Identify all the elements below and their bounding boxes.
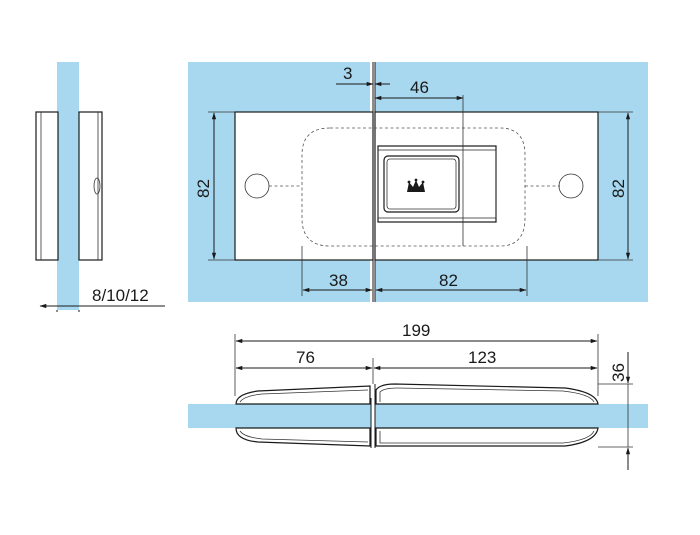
side-right-plate (78, 111, 103, 261)
left-length-label: 38 (329, 271, 348, 290)
section-right-glass (375, 404, 648, 428)
overall-length-label: 199 (402, 321, 430, 340)
right-height-label: 82 (609, 179, 628, 198)
offset-label: 46 (410, 78, 429, 97)
section-left-bottom-cover (235, 427, 371, 447)
section-right-top-cover (375, 383, 599, 405)
section-right-bottom-cover (375, 427, 599, 447)
section-left-label: 76 (296, 348, 315, 367)
left-height-label: 82 (194, 179, 213, 198)
front-view: 3 46 82 82 38 82 (188, 62, 648, 302)
glass-thickness-label: 8/10/12 (92, 286, 149, 305)
section-left-top-cover (235, 385, 371, 405)
side-glass-panel (57, 62, 79, 310)
section-view: 199 76 123 36 (188, 321, 648, 470)
crown-icon (407, 178, 425, 192)
side-view: 8/10/12 (35, 62, 165, 312)
right-length-label: 82 (439, 271, 458, 290)
section-height-label: 36 (609, 363, 628, 382)
front-left-plate (234, 111, 374, 261)
gap-label: 3 (343, 64, 352, 83)
section-left-glass (188, 404, 371, 428)
left-mounting-hole (244, 173, 270, 199)
side-left-plate (35, 111, 59, 261)
section-right-label: 123 (468, 348, 496, 367)
side-pin-icon (93, 177, 101, 195)
glass-cutout-outline (301, 127, 526, 247)
right-mounting-hole (558, 173, 584, 199)
